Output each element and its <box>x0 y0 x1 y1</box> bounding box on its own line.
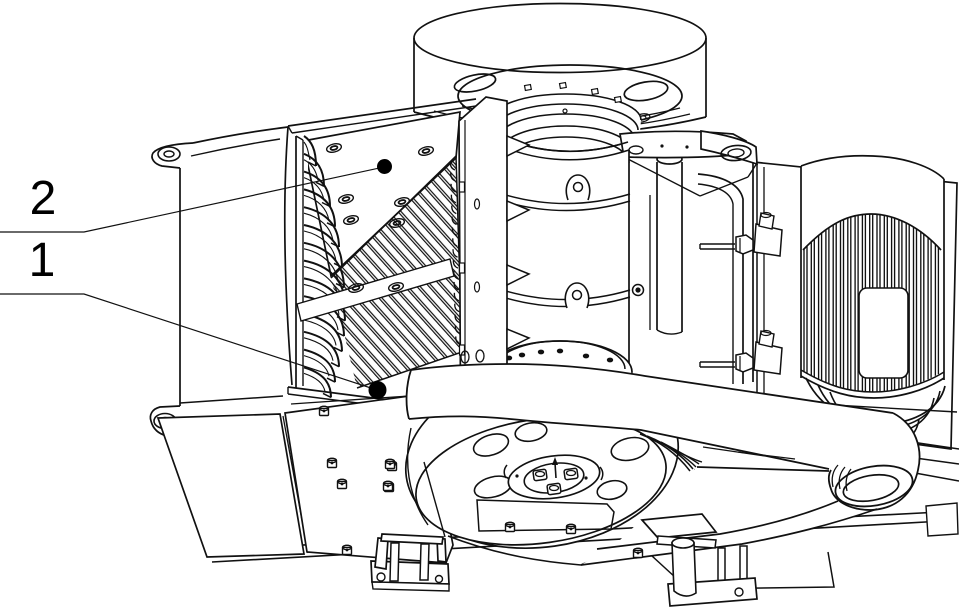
svg-text:2: 2 <box>30 172 57 225</box>
svg-text:1: 1 <box>29 234 56 287</box>
